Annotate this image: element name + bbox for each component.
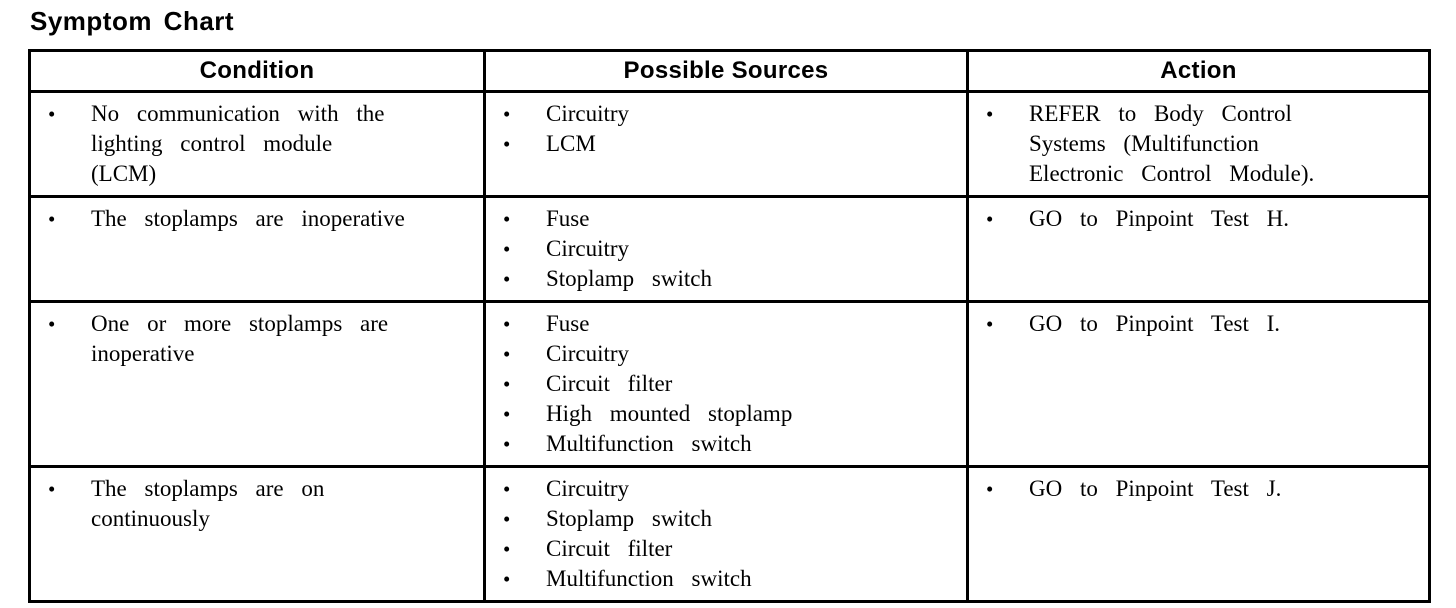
bullet-icon: • <box>503 507 511 531</box>
bullet-icon: • <box>503 207 511 231</box>
source-text: Fuse <box>546 206 590 231</box>
list-item: • GO to Pinpoint Test J. <box>983 474 1410 504</box>
list-item: • Circuitry <box>500 474 948 504</box>
bullet-icon: • <box>503 132 511 156</box>
bullet-icon: • <box>48 477 56 501</box>
list-item: • Circuitry <box>500 234 948 264</box>
list-item: • No communication with the lighting con… <box>45 99 465 189</box>
list-item: • Circuit filter <box>500 534 948 564</box>
bullet-icon: • <box>503 267 511 291</box>
condition-cell: • No communication with the lighting con… <box>28 90 486 198</box>
source-text: Multifunction switch <box>546 566 752 591</box>
list-item: • Fuse <box>500 309 948 339</box>
bullet-icon: • <box>503 372 511 396</box>
source-text: Circuit filter <box>546 536 673 561</box>
source-text: Stoplamp switch <box>546 506 712 531</box>
source-text: Fuse <box>546 311 590 336</box>
symptom-chart-table: Condition Possible Sources Action • No c… <box>28 49 1431 603</box>
source-text: Circuitry <box>546 476 630 501</box>
list-item: • The stoplamps are on continuously <box>45 474 465 534</box>
condition-cell: • The stoplamps are inoperative <box>28 195 486 303</box>
col-header-possible-sources: Possible Sources <box>483 49 969 93</box>
bullet-icon: • <box>503 102 511 126</box>
bullet-icon: • <box>503 312 511 336</box>
page-title: Symptom Chart <box>30 6 235 36</box>
sources-cell: • Fuse • Circuitry • Circuit filter • Hi… <box>483 300 969 468</box>
bullet-icon: • <box>503 402 511 426</box>
bullet-icon: • <box>503 237 511 261</box>
bullet-icon: • <box>503 567 511 591</box>
sources-cell: • Circuitry • LCM <box>483 90 969 198</box>
condition-text: One or more stoplamps are inoperative <box>91 311 389 366</box>
bullet-icon: • <box>986 477 994 501</box>
source-text: Circuitry <box>546 236 630 261</box>
action-text: REFER to Body Control Systems (Multifunc… <box>1029 101 1315 186</box>
source-text: Circuitry <box>546 341 630 366</box>
list-item: • GO to Pinpoint Test I. <box>983 309 1410 339</box>
list-item: • GO to Pinpoint Test H. <box>983 204 1410 234</box>
bullet-icon: • <box>986 102 994 126</box>
source-text: Multifunction switch <box>546 431 752 456</box>
list-item: • High mounted stoplamp <box>500 399 948 429</box>
list-item: • REFER to Body Control Systems (Multifu… <box>983 99 1410 189</box>
table-row: • The stoplamps are inoperative • Fuse •… <box>28 195 1431 303</box>
action-cell: • GO to Pinpoint Test H. <box>966 195 1431 303</box>
sources-cell: • Fuse • Circuitry • Stoplamp switch <box>483 195 969 303</box>
bullet-icon: • <box>503 342 511 366</box>
list-item: • The stoplamps are inoperative <box>45 204 465 234</box>
action-text: GO to Pinpoint Test I. <box>1029 311 1281 336</box>
bullet-icon: • <box>503 432 511 456</box>
bullet-icon: • <box>48 102 56 126</box>
list-item: • Circuitry <box>500 339 948 369</box>
source-text: High mounted stoplamp <box>546 401 793 426</box>
col-header-condition: Condition <box>28 49 486 93</box>
list-item: • Circuitry <box>500 99 948 129</box>
action-text: GO to Pinpoint Test H. <box>1029 206 1290 231</box>
source-text: LCM <box>546 131 596 156</box>
action-cell: • GO to Pinpoint Test J. <box>966 465 1431 603</box>
sources-cell: • Circuitry • Stoplamp switch • Circuit … <box>483 465 969 603</box>
condition-text: No communication with the lighting contr… <box>91 101 385 186</box>
source-text: Circuitry <box>546 101 630 126</box>
list-item: • One or more stoplamps are inoperative <box>45 309 465 369</box>
bullet-icon: • <box>503 477 511 501</box>
list-item: • LCM <box>500 129 948 159</box>
table-row: • No communication with the lighting con… <box>28 90 1431 198</box>
bullet-icon: • <box>48 312 56 336</box>
bullet-icon: • <box>48 207 56 231</box>
list-item: • Fuse <box>500 204 948 234</box>
condition-text: The stoplamps are inoperative <box>91 206 405 231</box>
header-row: Condition Possible Sources Action <box>28 49 1431 93</box>
condition-text: The stoplamps are on continuously <box>91 476 325 531</box>
list-item: • Multifunction switch <box>500 429 948 459</box>
action-cell: • GO to Pinpoint Test I. <box>966 300 1431 468</box>
condition-cell: • The stoplamps are on continuously <box>28 465 486 603</box>
col-header-action: Action <box>966 49 1431 93</box>
list-item: • Multifunction switch <box>500 564 948 594</box>
source-text: Stoplamp switch <box>546 266 712 291</box>
action-text: GO to Pinpoint Test J. <box>1029 476 1282 501</box>
bullet-icon: • <box>986 312 994 336</box>
list-item: • Stoplamp switch <box>500 264 948 294</box>
condition-cell: • One or more stoplamps are inoperative <box>28 300 486 468</box>
list-item: • Stoplamp switch <box>500 504 948 534</box>
list-item: • Circuit filter <box>500 369 948 399</box>
source-text: Circuit filter <box>546 371 673 396</box>
bullet-icon: • <box>986 207 994 231</box>
action-cell: • REFER to Body Control Systems (Multifu… <box>966 90 1431 198</box>
bullet-icon: • <box>503 537 511 561</box>
table-row: • The stoplamps are on continuously • Ci… <box>28 465 1431 603</box>
table-row: • One or more stoplamps are inoperative … <box>28 300 1431 468</box>
